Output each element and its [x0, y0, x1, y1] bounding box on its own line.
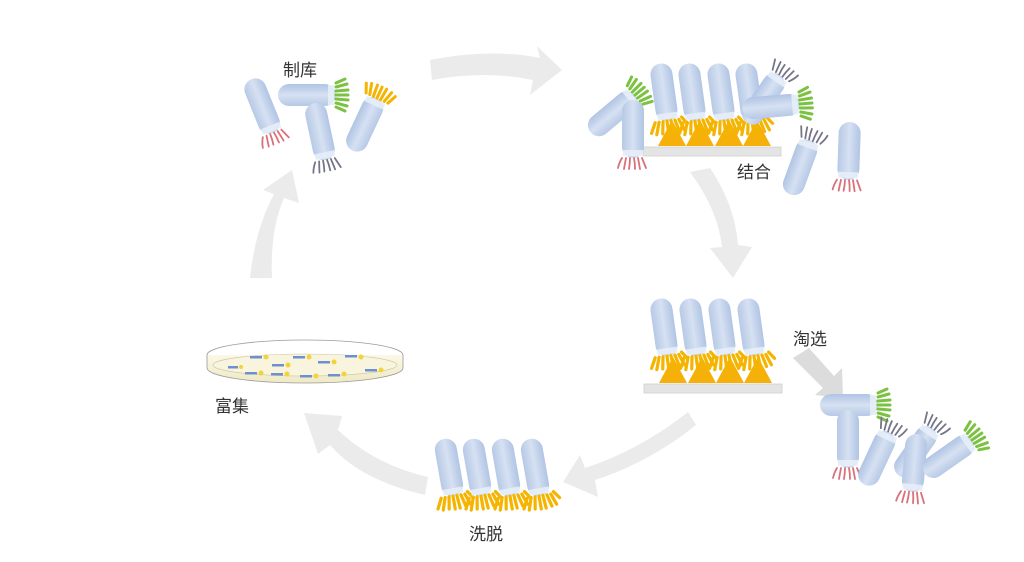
stage-label-enrichment: 富集 [215, 397, 249, 417]
phage-yellow-tail [338, 80, 397, 157]
binding-plate [642, 146, 782, 157]
stage-panning: 淘选 [642, 296, 991, 504]
arrow-library-to-binding [430, 46, 562, 95]
stage-label-library: 制库 [283, 61, 317, 81]
phage-red-tail [618, 100, 646, 169]
arrow-elution-to-enrichment [304, 413, 428, 495]
phage-grey-tail [778, 125, 828, 199]
phage-red-tail [237, 74, 289, 148]
stage-library: 制库 [237, 61, 396, 174]
petri-dish [206, 339, 404, 384]
panning-plate [643, 383, 783, 394]
phage-grey-tail [299, 101, 341, 174]
arrow-binding-to-panning [690, 168, 752, 278]
bound-phages [642, 296, 776, 371]
stage-binding: 结合 [580, 59, 863, 200]
arrow-panning-washout [793, 348, 843, 398]
stage-label-binding: 结合 [737, 163, 771, 183]
stage-enrichment: 富集 [206, 339, 404, 417]
stage-elution: 洗脱 [426, 436, 561, 545]
colonies [228, 354, 384, 379]
eluted-phages [426, 436, 561, 512]
phage-red-tail [833, 122, 863, 192]
cycle-arrows [250, 46, 843, 497]
stage-label-elution: 洗脱 [469, 525, 503, 545]
arrow-panning-to-elution [563, 412, 696, 497]
stage-label-panning: 淘选 [793, 330, 827, 350]
washed-phages [820, 389, 991, 504]
arrow-enrichment-to-library [250, 170, 299, 278]
